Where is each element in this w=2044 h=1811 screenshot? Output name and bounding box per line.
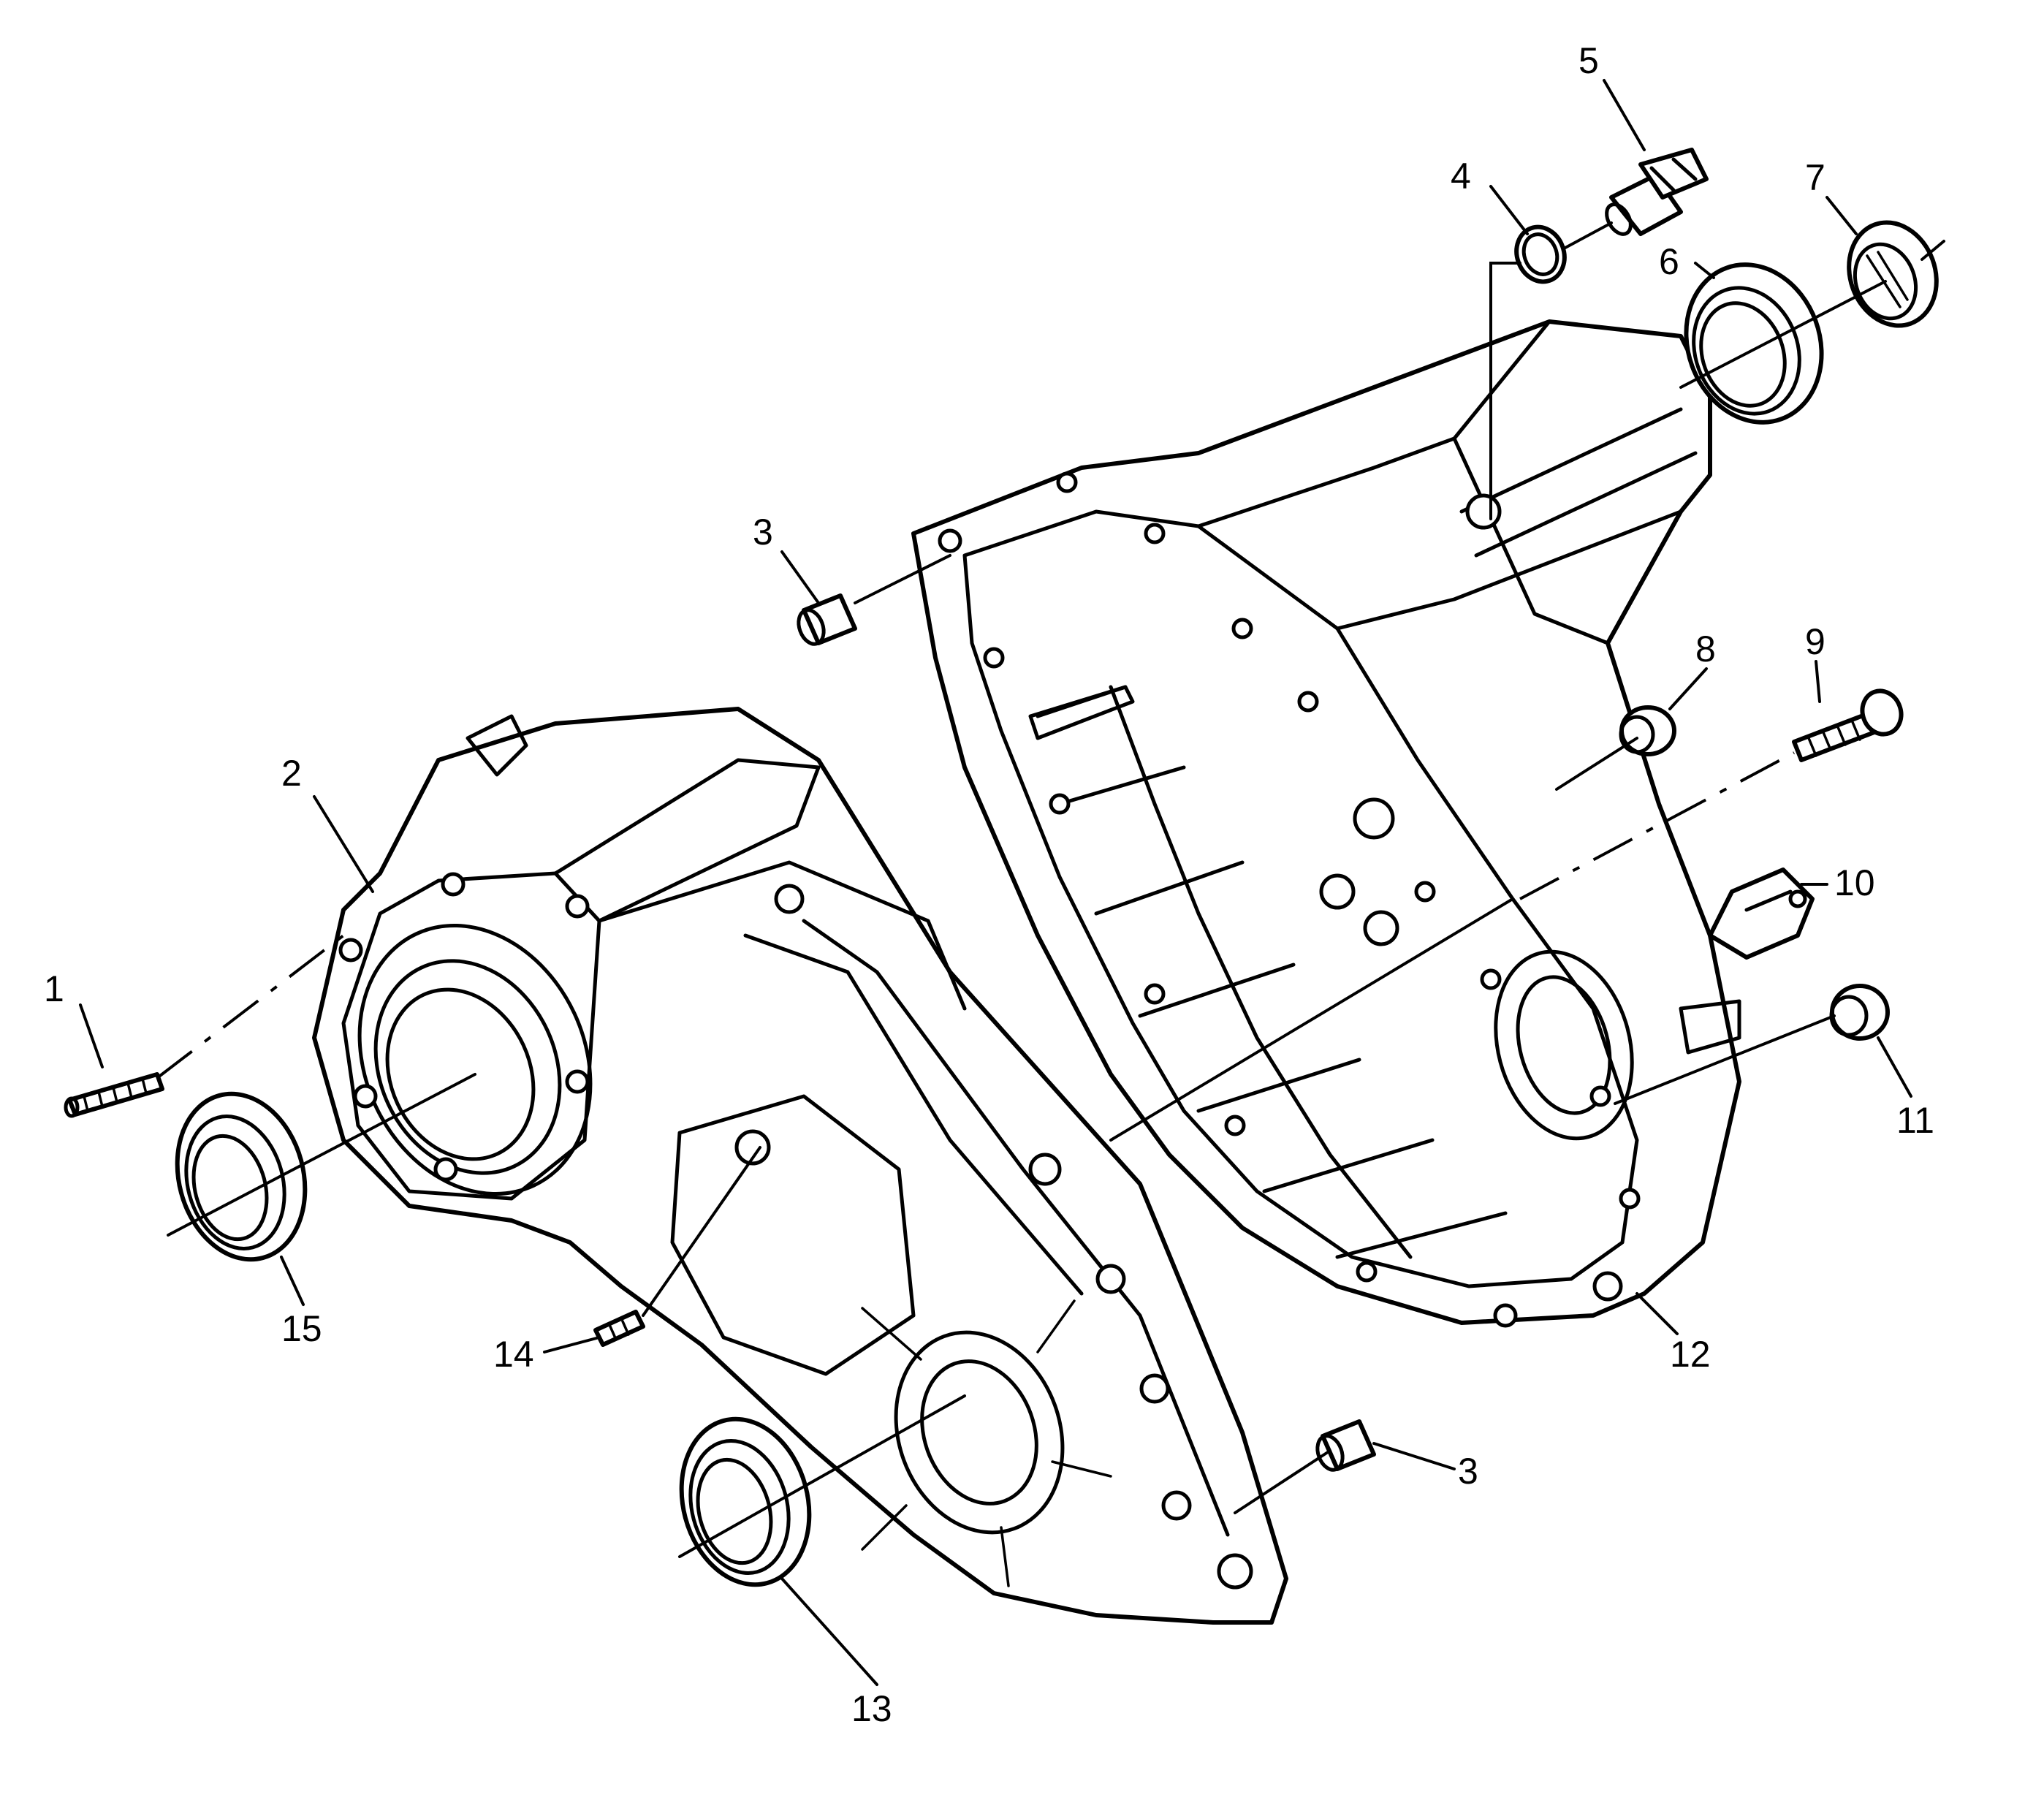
callout-14: 14 (493, 1334, 534, 1375)
rear-case-half (911, 319, 1741, 1328)
dowel-part-3-upper (797, 593, 857, 646)
callout-10: 10 (1834, 862, 1875, 903)
o-ring-part-4 (1514, 224, 1567, 284)
callout-3-upper: 3 (753, 512, 773, 553)
callout-6: 6 (1659, 241, 1679, 282)
callout-15: 15 (281, 1308, 322, 1349)
dowel-part-3-lower (1315, 1419, 1376, 1472)
callout-5: 5 (1578, 40, 1599, 81)
stud-part-14 (593, 1310, 645, 1347)
bracket-part-10 (1708, 867, 1815, 960)
sensor-part-5 (1605, 148, 1709, 236)
callout-13: 13 (851, 1688, 892, 1729)
bolt-part-9 (1792, 688, 1904, 762)
callout-leaders (79, 79, 1912, 1686)
callout-8: 8 (1695, 629, 1716, 669)
seal-part-15 (175, 1091, 308, 1262)
front-case-half (312, 707, 1288, 1625)
stud-part-1 (64, 1072, 164, 1118)
callout-9: 9 (1805, 621, 1825, 662)
plug-part-11 (1829, 984, 1890, 1041)
callout-3-lower: 3 (1458, 1451, 1478, 1492)
bushing-part-7 (1847, 220, 1939, 328)
seal-part-6 (1684, 262, 1824, 425)
assembly-axes (156, 221, 1945, 1558)
callout-2: 2 (281, 753, 302, 794)
callout-12: 12 (1670, 1334, 1711, 1375)
callout-1: 1 (44, 968, 64, 1009)
callout-labels: 1 2 3 3 4 5 6 7 8 9 10 11 12 13 14 15 (44, 40, 1934, 1729)
callout-11: 11 (1896, 1100, 1934, 1141)
seal-part-13 (679, 1416, 812, 1587)
callout-7: 7 (1805, 157, 1825, 198)
callout-4: 4 (1451, 156, 1471, 197)
plug-part-8 (1619, 705, 1676, 756)
